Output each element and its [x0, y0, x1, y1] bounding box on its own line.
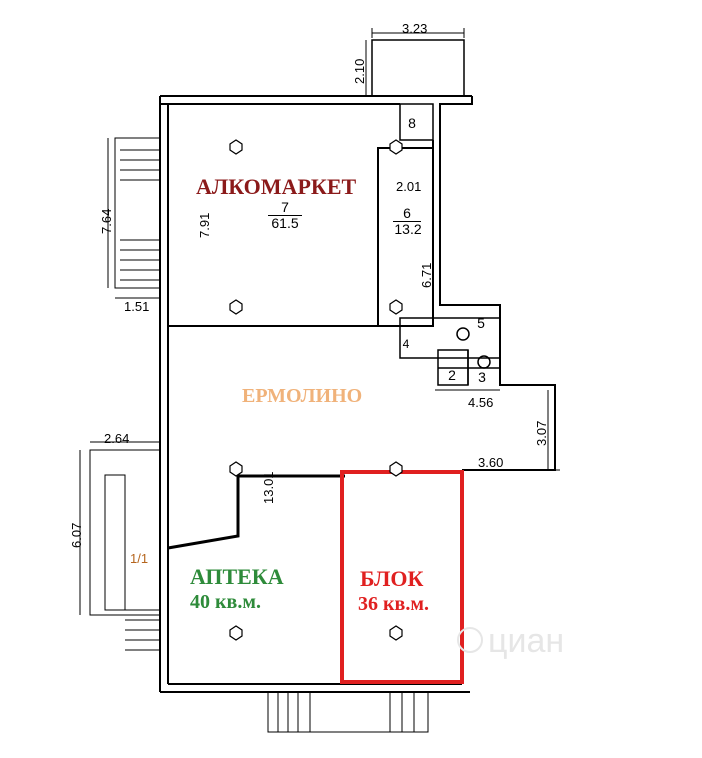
- lower-left-stairs: [79, 441, 161, 651]
- dim-right-height: 3.07: [534, 420, 549, 446]
- room-5-number: 5: [477, 315, 485, 331]
- watermark-text: циан: [488, 622, 565, 660]
- room-8-number: 8: [408, 115, 416, 131]
- blok-area: 36 кв.м.: [358, 593, 429, 615]
- room-4-number: 4: [402, 337, 410, 351]
- apteka-boundary: [167, 474, 345, 550]
- room-3-number: 3: [478, 369, 486, 385]
- room-2-number: 2: [448, 367, 456, 383]
- apteka-area: 40 кв.м.: [190, 591, 261, 613]
- apteka-label: АПТЕКА: [190, 564, 284, 589]
- dim-left-stair-height: 7.64: [99, 208, 114, 234]
- room-6-outline: [377, 147, 434, 327]
- bottom-stairs: [267, 691, 429, 733]
- blok-label: БЛОК: [360, 566, 424, 591]
- ermolino-label: ЕРМОЛИНО: [242, 385, 363, 407]
- alkomarket-label: АЛКОМАРКЕТ: [196, 174, 357, 199]
- wc-block: [399, 317, 501, 386]
- dim-wc-width: 4.56: [468, 395, 494, 410]
- room-6-area: 13.2: [394, 221, 422, 237]
- dim-room6-width: 2.01: [396, 179, 422, 194]
- dim-right-width: 3.60: [478, 455, 504, 470]
- dim-room6-height: 6.71: [419, 262, 434, 288]
- entrance-mark: 1/1: [130, 551, 149, 566]
- column-markers: [229, 139, 403, 641]
- dim-top-height: 2.10: [352, 58, 367, 84]
- dim-room7-height: 7.91: [197, 212, 212, 238]
- room-7-number: 7: [268, 199, 302, 217]
- watermark-logo-icon: [457, 627, 483, 653]
- room-7-area: 61.5: [271, 215, 299, 231]
- room-8-outline: [399, 103, 434, 141]
- dim-left-stair-width: 1.51: [124, 299, 150, 314]
- dim-top-width: 3.23: [402, 21, 428, 36]
- dim-lower-left-width: 2.64: [104, 431, 130, 446]
- room-6-number: 6: [393, 205, 421, 223]
- left-stairs: [107, 137, 161, 299]
- dim-lower-left-height: 6.07: [69, 522, 84, 548]
- dim-diag: 13.01: [261, 471, 276, 504]
- top-balcony: [371, 39, 465, 97]
